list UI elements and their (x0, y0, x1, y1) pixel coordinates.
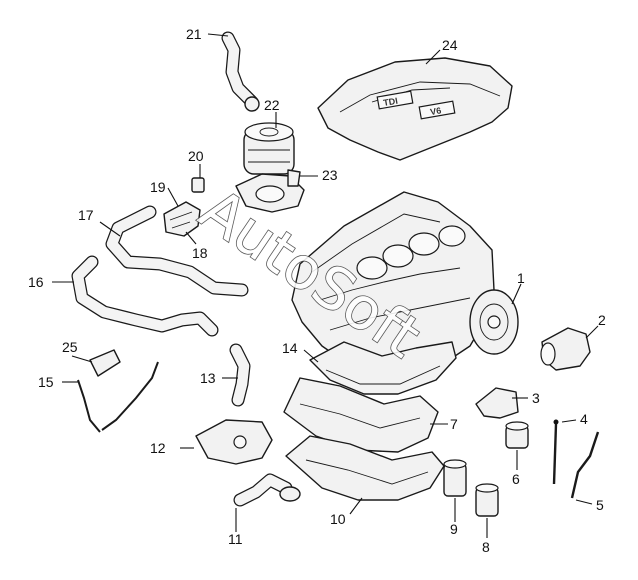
callout-22: 22 (264, 97, 280, 113)
fuel-lines (77, 361, 159, 433)
short-hose (229, 343, 251, 407)
callout-leaders (52, 33, 599, 538)
fuel-filter (89, 349, 121, 377)
callout-24: 24 (442, 37, 458, 53)
callout-12: 12 (150, 440, 166, 456)
callout-18: 18 (192, 245, 208, 261)
callout-14: 14 (282, 340, 298, 356)
callout-13: 13 (200, 370, 216, 386)
coolant-hose-assembly (71, 205, 249, 337)
callout-16: 16 (28, 274, 44, 290)
callout-4: 4 (580, 411, 588, 427)
callout-7: 7 (450, 416, 458, 432)
dipstick (552, 419, 600, 499)
filter-housing (443, 459, 467, 497)
callout-9: 9 (450, 521, 458, 537)
callout-3: 3 (532, 390, 540, 406)
egr-valve (243, 122, 295, 175)
flywheel (469, 289, 519, 355)
engine-mount-bracket (475, 387, 519, 419)
callout-6: 6 (512, 471, 520, 487)
callout-20: 20 (188, 148, 204, 164)
callout-15: 15 (38, 374, 54, 390)
callout-10: 10 (330, 511, 346, 527)
cover-lettering: TDI (382, 96, 398, 108)
callout-19: 19 (150, 179, 166, 195)
oil-cooler-housing (195, 419, 273, 465)
callout-8: 8 (482, 539, 490, 555)
engine-cover: TDI V6 (317, 57, 513, 161)
cover-lettering: V6 (429, 105, 442, 117)
callout-17: 17 (78, 207, 94, 223)
callout-25: 25 (62, 339, 78, 355)
upper-coolant-hose (221, 31, 260, 112)
oil-filter-cap (505, 421, 529, 449)
engine-block (291, 191, 495, 377)
oil-pickup-tube (233, 473, 301, 507)
callout-2: 2 (598, 312, 606, 328)
callout-11: 11 (228, 531, 243, 547)
callout-23: 23 (322, 167, 338, 183)
callout-1: 1 (517, 270, 525, 286)
oil-filter (475, 483, 499, 517)
upper-oil-pan (309, 341, 457, 395)
hose-connector (163, 201, 201, 237)
callout-5: 5 (596, 497, 604, 513)
callout-21: 21 (186, 26, 202, 42)
callout-numbers: 1 2 3 4 5 6 7 8 9 10 11 12 13 14 15 16 1… (28, 26, 606, 555)
egr-flange (235, 169, 305, 213)
starter-motor (540, 327, 591, 371)
temperature-sensor (191, 177, 205, 193)
